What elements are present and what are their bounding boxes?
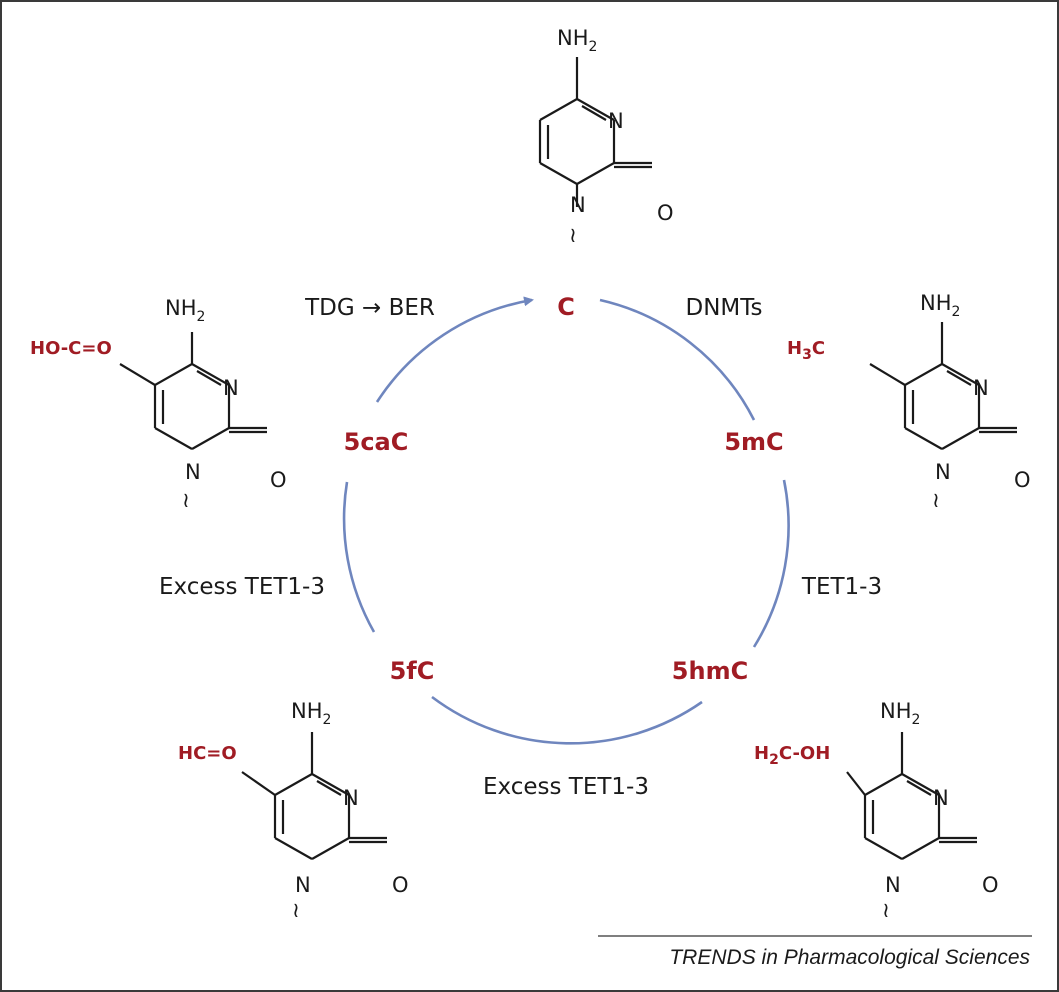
molecule-5hmc: NH2 N N O ≀ H2C-OH (754, 699, 999, 922)
enzyme-labels: DNMTs TET1-3 Excess TET1-3 Excess TET1-3… (159, 295, 882, 800)
arc-c-to-5mc (599, 298, 756, 421)
molecule-5fc: NH2 N N O ≀ HC=O (178, 699, 409, 922)
enzyme-tet: TET1-3 (801, 574, 882, 600)
nh2-label: NH2 (291, 699, 331, 728)
label-5mc: 5mC (724, 428, 783, 456)
oxygen-label: O (392, 873, 409, 897)
molecule-5mc: NH2 N N O ≀ H3C (787, 291, 1031, 512)
ring-n-label: N (223, 376, 239, 400)
wavy-link-icon: ≀ (882, 898, 890, 922)
ring-n-label: N (973, 376, 989, 400)
label-5hmc: 5hmC (672, 657, 748, 685)
label-5cac: 5caC (344, 428, 409, 456)
enzyme-excess-tet-bottom: Excess TET1-3 (483, 774, 649, 800)
ring-n1-label: N (935, 460, 951, 484)
ring-n1-label: N (295, 873, 311, 897)
ring-n1-label: N (570, 193, 586, 217)
nh2-label: NH2 (880, 699, 920, 728)
formyl-label: HC=O (178, 743, 237, 764)
arc-5hmc-to-5fc (431, 695, 703, 745)
wavy-link-icon: ≀ (932, 488, 940, 512)
nh2-label: NH2 (920, 291, 960, 320)
enzyme-tdg-ber: TDG → BER (304, 295, 435, 321)
ring-n-label: N (933, 786, 949, 810)
arc-5cac-to-c (375, 296, 534, 403)
carboxyl-label: HO-C=O (30, 338, 112, 359)
arc-5mc-to-5hmc (752, 479, 790, 648)
ring-n1-label: N (185, 460, 201, 484)
journal-credit: TRENDS in Pharmacological Sciences (669, 946, 1030, 969)
footer: TRENDS in Pharmacological Sciences (598, 935, 1032, 969)
molecule-5cac: NH2 N N O ≀ HO-C=O (30, 296, 287, 512)
molecule-cytosine: NH2 N N O ≀ (538, 26, 674, 247)
cycle-labels: C 5mC 5hmC 5fC 5caC (344, 293, 784, 685)
label-c: C (557, 293, 575, 321)
cycle-arcs (342, 296, 790, 745)
arc-5fc-to-5cac (342, 481, 376, 633)
ring-n1-label: N (885, 873, 901, 897)
oxygen-label: O (270, 468, 287, 492)
hydroxymethyl-label: H2C-OH (754, 743, 830, 768)
enzyme-dnmts: DNMTs (686, 295, 763, 321)
methyl-label: H3C (787, 338, 825, 363)
label-5fc: 5fC (390, 657, 435, 685)
ring-n-label: N (343, 786, 359, 810)
nh2-label: NH2 (165, 296, 205, 325)
enzyme-excess-tet-left: Excess TET1-3 (159, 574, 325, 600)
oxygen-label: O (657, 201, 674, 225)
nh2-label: NH2 (557, 26, 597, 55)
wavy-link-icon: ≀ (292, 898, 300, 922)
wavy-link-icon: ≀ (569, 223, 577, 247)
wavy-link-icon: ≀ (182, 488, 190, 512)
oxygen-label: O (1014, 468, 1031, 492)
ring-n-label: N (608, 109, 624, 133)
oxygen-label: O (982, 873, 999, 897)
